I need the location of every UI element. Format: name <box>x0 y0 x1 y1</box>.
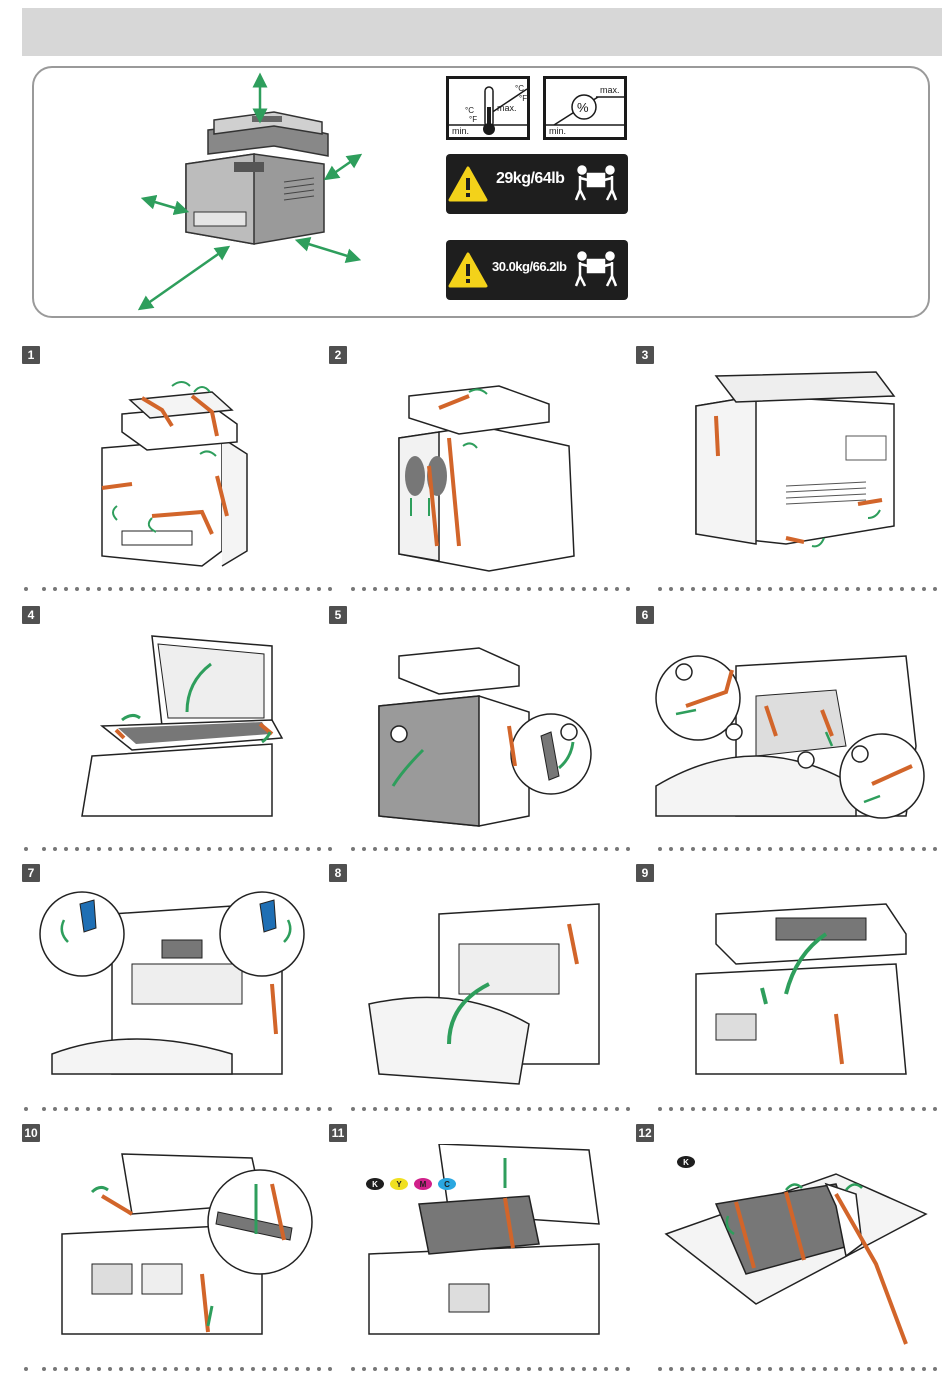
step-9-lift-scanner-illustration <box>636 884 936 1094</box>
weight-warning-label-1: 29kg/64lb <box>446 154 628 214</box>
step-5-open-front-cover-illustration <box>329 626 629 836</box>
two-person-lift-icon <box>576 167 616 201</box>
thermometer-icon: °C °F max. °C °F min. <box>449 79 527 137</box>
svg-text:°F: °F <box>519 94 527 103</box>
header-bar <box>22 8 942 56</box>
installation-requirements-panel: °C °F max. °C °F min. % max. min. <box>32 66 930 318</box>
step-4-open-scanner-illustration <box>22 626 322 836</box>
section-divider <box>22 1360 942 1368</box>
step-12-unpack-toner-illustration: K <box>636 1144 936 1354</box>
step-8-close-front-cover-illustration <box>329 884 629 1094</box>
svg-text:max.: max. <box>497 103 517 113</box>
weight-warning-label-2: 30.0kg/66.2lb <box>446 240 628 300</box>
step-11: 11 K Y M C <box>329 1124 629 1354</box>
toner-k-label: K <box>372 1180 378 1189</box>
svg-text:°C: °C <box>465 106 474 115</box>
step-3-remove-tape-bottom-illustration <box>636 366 936 576</box>
humidity-range-symbol: % max. min. <box>543 76 627 140</box>
step-number: 5 <box>329 606 347 624</box>
warning-triangle-icon <box>450 168 486 200</box>
step-2-remove-tape-side-illustration <box>329 366 629 576</box>
humidity-icon: % max. min. <box>546 79 624 137</box>
step-6-remove-inner-tape-illustration <box>636 626 936 836</box>
printer-clearance-illustration <box>134 72 374 316</box>
toner-m-label: M <box>420 1180 427 1189</box>
weight-value-2: 30.0kg/66.2lb <box>492 259 566 274</box>
step-3: 3 <box>636 346 936 576</box>
step-10: 10 <box>22 1124 322 1354</box>
toner-k-badge: K <box>677 1156 695 1168</box>
toner-color-labels: K Y M C <box>366 1178 456 1190</box>
svg-text:°F: °F <box>469 115 477 124</box>
warning-triangle-icon <box>450 254 486 286</box>
step-number: 11 <box>329 1124 347 1142</box>
svg-text:max.: max. <box>600 85 620 95</box>
svg-text:min.: min. <box>549 126 566 136</box>
step-11-remove-toner-cartridge-illustration: K Y M C <box>329 1144 629 1354</box>
step-number: 4 <box>22 606 40 624</box>
step-12: 12 K <box>636 1124 936 1354</box>
section-divider <box>22 1100 942 1108</box>
step-5: 5 <box>329 606 629 836</box>
step-number: 3 <box>636 346 654 364</box>
weight-value-1: 29kg/64lb <box>496 170 564 188</box>
toner-c-label: C <box>444 1180 450 1189</box>
section-divider <box>22 580 942 588</box>
step-6: 6 <box>636 606 936 836</box>
temperature-range-symbol: °C °F max. °C °F min. <box>446 76 530 140</box>
step-8: 8 <box>329 864 629 1094</box>
step-2: 2 <box>329 346 629 576</box>
step-number: 7 <box>22 864 40 882</box>
two-person-lift-icon <box>576 253 616 287</box>
step-1-remove-tape-front-illustration <box>22 366 322 576</box>
step-7-release-fuser-levers-illustration <box>22 884 322 1094</box>
step-number: 8 <box>329 864 347 882</box>
step-4: 4 <box>22 606 322 836</box>
step-number: 2 <box>329 346 347 364</box>
toner-y-label: Y <box>396 1180 402 1189</box>
step-number: 6 <box>636 606 654 624</box>
step-9: 9 <box>636 864 936 1094</box>
step-7: 7 <box>22 864 322 1094</box>
step-number: 10 <box>22 1124 40 1142</box>
svg-text:min.: min. <box>452 126 469 136</box>
step-10-remove-toner-tape-illustration <box>22 1144 322 1354</box>
step-number: 9 <box>636 864 654 882</box>
svg-text:°C: °C <box>515 84 524 93</box>
step-1: 1 <box>22 346 322 576</box>
svg-text:%: % <box>577 100 589 115</box>
svg-text:K: K <box>683 1158 689 1167</box>
section-divider <box>22 840 942 848</box>
step-number: 12 <box>636 1124 654 1142</box>
step-number: 1 <box>22 346 40 364</box>
